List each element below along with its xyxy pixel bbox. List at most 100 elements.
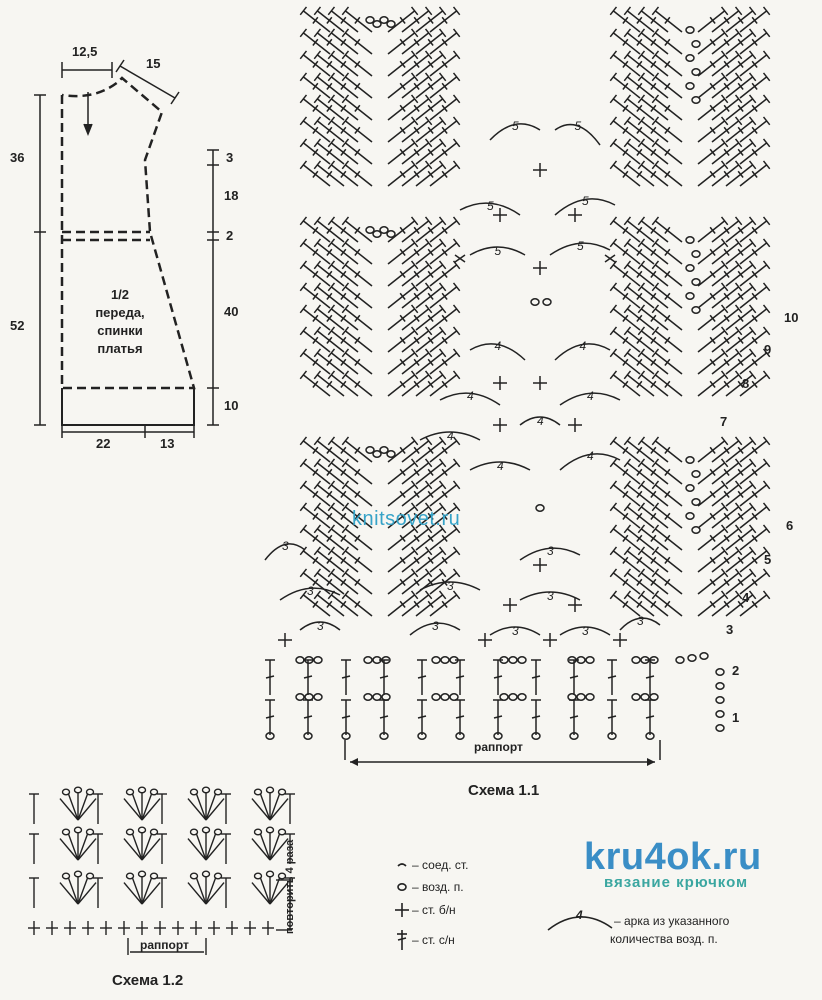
double-crochet [637,216,669,243]
double-crochet [387,72,419,99]
double-crochet [205,833,217,861]
single-crochet [493,376,507,390]
double-crochet [415,160,447,187]
double-crochet [299,326,331,353]
single-crochet [118,921,130,935]
chain-stitch [675,656,685,664]
double-crochet [609,326,641,353]
double-crochet [697,6,729,33]
chain-stitch [691,470,701,478]
chain-arch [469,461,531,471]
double-crochet [327,138,359,165]
double-crochet [739,524,771,551]
chain-stitch [341,732,351,740]
double-crochet [341,28,373,55]
double-crochet [141,877,153,905]
double-crochet [313,480,345,507]
double-crochet [327,568,359,595]
double-crochet [739,326,771,353]
double-crochet [401,480,433,507]
double-crochet [725,138,757,165]
chain-stitch [493,732,503,740]
single-crochet [262,921,274,935]
double-crochet [141,838,161,861]
double-crochet [739,568,771,595]
dim-r2: 18 [224,188,239,203]
double-crochet [327,502,359,529]
repeat-arrow-left [350,758,358,766]
legend-double-crochet: – ст. с/н [412,933,455,947]
double-crochet [623,116,655,143]
double-crochet [711,50,743,77]
double-crochet [623,28,655,55]
double-crochet [607,699,617,735]
double-crochet [651,50,683,77]
double-crochet [609,138,641,165]
row-number: 10 [784,310,799,325]
chain-stitch [253,870,287,880]
double-crochet [739,28,771,55]
double-crochet [711,546,743,573]
double-crochet [711,28,743,55]
double-crochet [697,28,729,55]
double-crochet [725,282,757,309]
chain-arch [439,392,501,406]
double-crochet [739,50,771,77]
chain-arch [554,343,611,361]
chain-stitch [576,656,586,664]
single-crochet [533,163,547,177]
double-crochet [195,793,207,821]
row-number: 7 [720,414,728,429]
chain-stitch [61,826,95,836]
chain-stitch [535,504,545,512]
dim-r4: 40 [224,304,239,319]
double-crochet [259,793,271,821]
legend-chain: – возд. п. [412,880,464,894]
double-crochet [299,160,331,187]
double-crochet [725,116,757,143]
double-crochet [387,480,419,507]
chain-stitch [372,230,382,238]
double-crochet [299,50,331,77]
repeat-arrow-right [647,758,655,766]
double-crochet [609,260,641,287]
chain-stitch [685,26,695,34]
double-crochet [651,436,683,463]
chain-stitch [431,693,441,701]
chain-stitch [125,870,159,880]
double-crochet [711,590,743,617]
double-crochet [313,6,345,33]
chain-arch [299,621,341,631]
double-crochet [341,138,373,165]
double-crochet [313,436,345,463]
double-crochet [401,260,433,287]
caption-line: переда, [95,305,145,320]
double-crochet [623,304,655,331]
double-crochet [123,798,143,821]
single-crochet [28,921,40,935]
chain-stitch [576,693,586,701]
single-crochet [226,921,238,935]
double-crochet [637,348,669,375]
double-crochet [341,72,373,99]
arch-count: 3 [307,584,314,598]
double-crochet [269,838,289,861]
double-crochet [429,216,461,243]
double-crochet [651,28,683,55]
double-crochet [637,568,669,595]
arch-count: 5 [577,239,584,253]
caption-line: платья [97,341,143,356]
chain-stitch [449,656,459,664]
double-crochet [387,282,419,309]
double-crochet [623,94,655,121]
double-crochet [401,160,433,187]
double-crochet [313,50,345,77]
double-crochet [725,260,757,287]
double-crochet [313,304,345,331]
double-crochet [697,260,729,287]
double-crochet [725,238,757,265]
double-crochet [313,116,345,143]
legend-arch-text2: количества возд. п. [610,932,718,946]
